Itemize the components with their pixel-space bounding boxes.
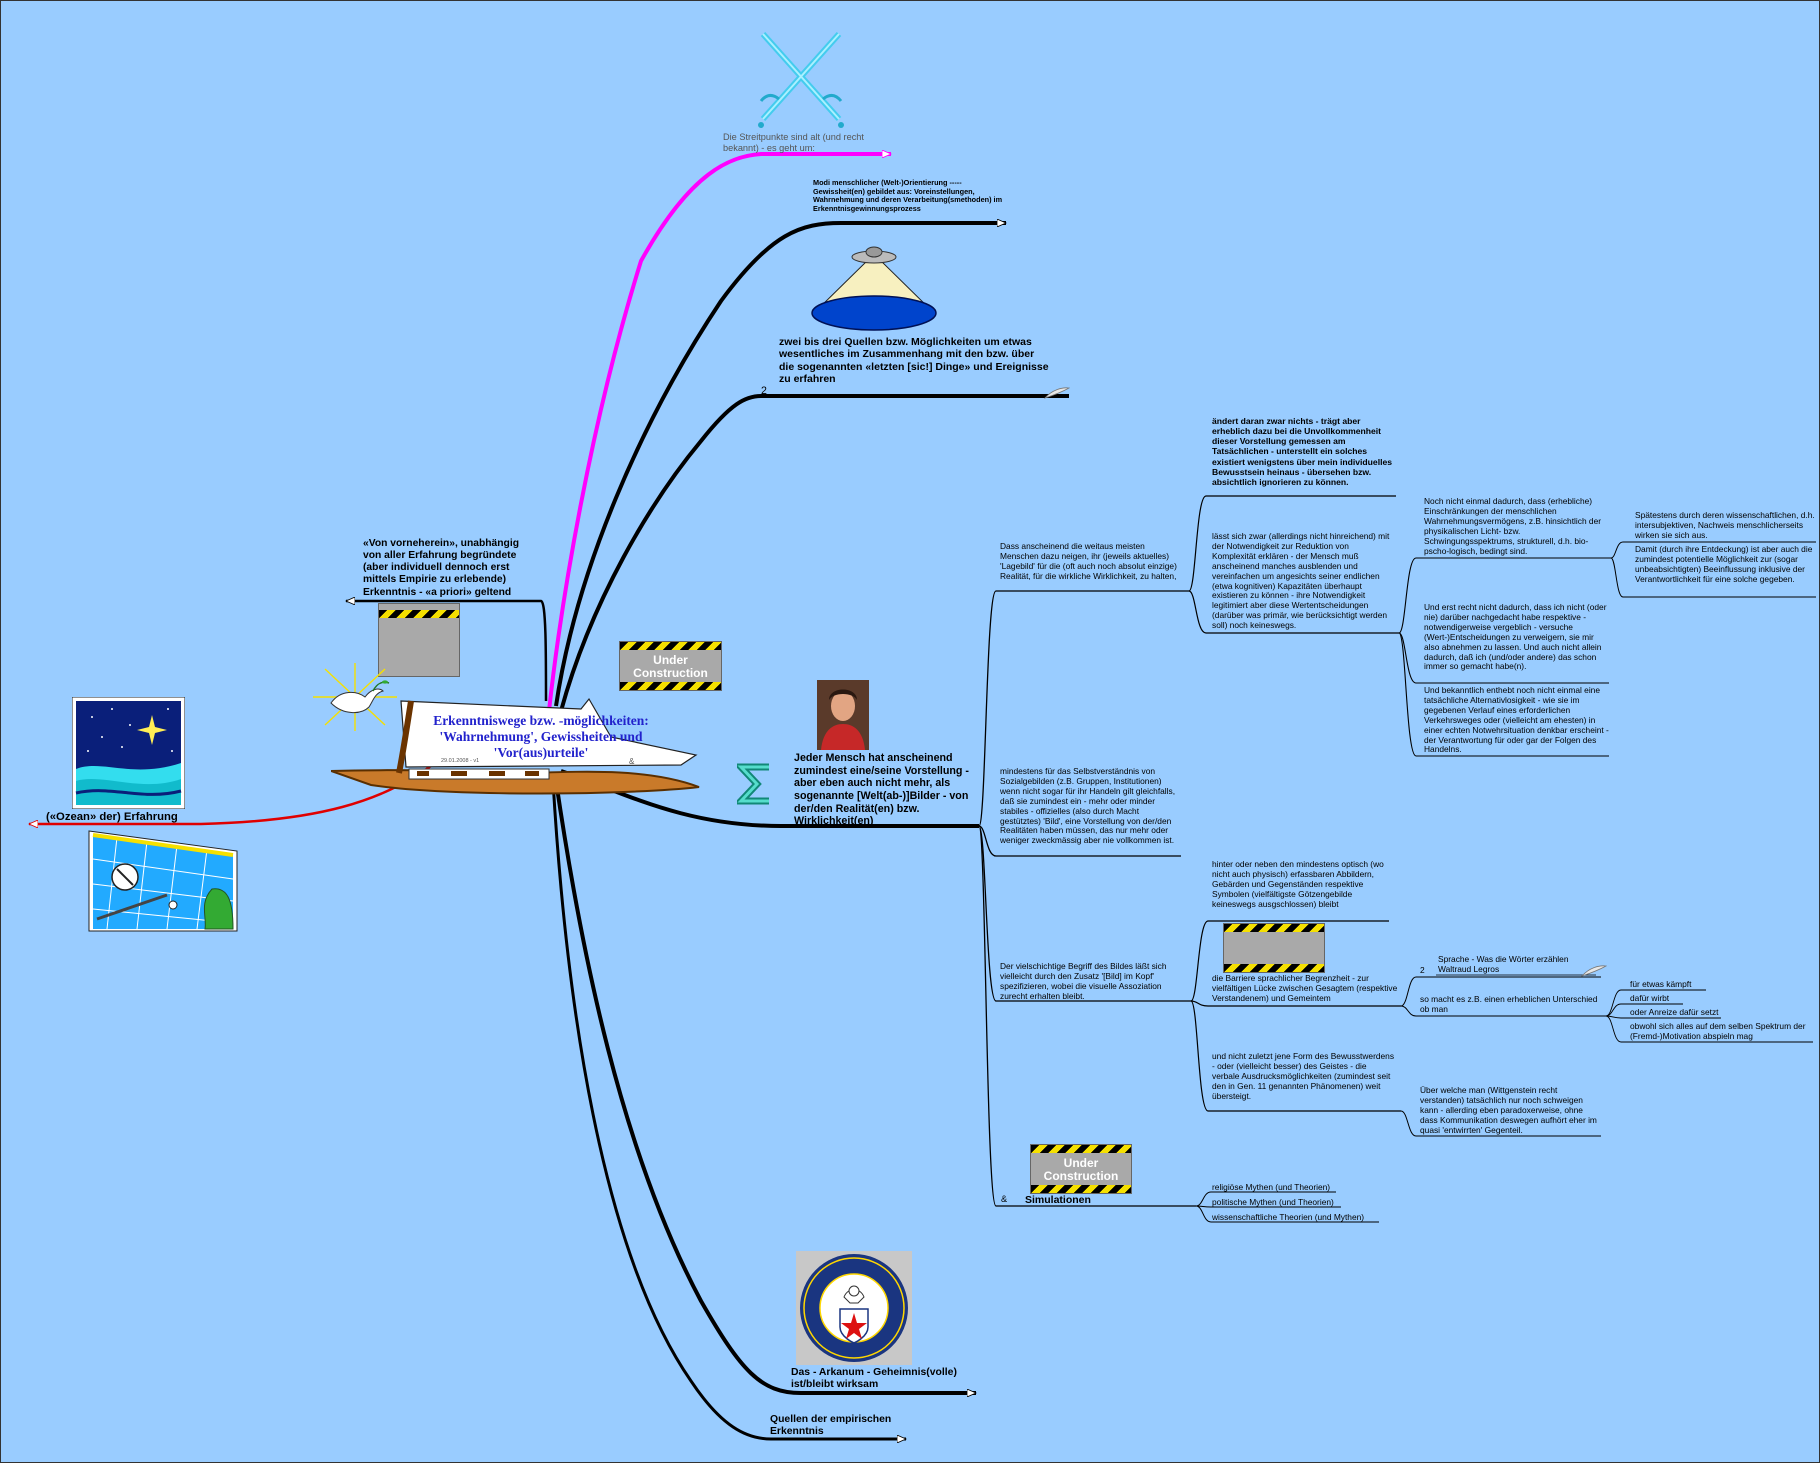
node-spaetestens[interactable]: Spätestens durch deren wissenschaftliche… [1635,510,1815,540]
node-vielschichtig[interactable]: Der vielschichtige Begriff des Bildes lä… [1000,961,1167,1001]
node-nochnicht[interactable]: Noch nicht einmal dadurch, dass (erhebli… [1424,496,1602,556]
node-ozean[interactable]: («Ozean» der) Erfahrung [46,811,178,823]
node-anreize[interactable]: oder Anreize dafür setzt [1630,1007,1719,1017]
node-undbekannt[interactable]: Und bekanntlich enthebt noch nicht einma… [1424,685,1609,755]
node-mindestens[interactable]: mindestens für das Selbstverständnis von… [1000,766,1176,846]
feather-icon [1581,965,1607,977]
node-arkanum[interactable]: Das - Arkanum - Geheimnis(volle) ist/ble… [791,1367,957,1391]
central-topic-amp: & [629,757,635,766]
node-dass[interactable]: Dass anscheinend die weitaus meisten Men… [1000,541,1177,581]
under-construction-sign: Under Construction [1030,1144,1132,1194]
branch-apriori [346,601,548,702]
node-sprache[interactable]: Sprache - Was die Wörter erzählen Waltra… [1438,954,1569,974]
person-photo [817,680,869,750]
under-construction-sign [1223,923,1325,973]
node-undrecht[interactable]: Und erst recht nicht dadurch, dass ich n… [1424,602,1607,672]
ufo-icon [811,246,937,331]
under-construction-sign [378,603,460,677]
node-simulationen[interactable]: Simulationen [1025,1194,1091,1206]
cia-seal-icon [796,1251,912,1365]
sigma-icon [737,763,769,805]
node-quellen-number: 2 [761,385,767,397]
under-construction-sign: Under Construction [619,641,722,691]
central-topic-date: 29.01.2008 - v1 [441,758,480,764]
node-damit[interactable]: Damit (durch ihre Entdeckung) ist aber a… [1635,544,1813,584]
boat-icon [331,697,700,795]
node-modi[interactable]: Modi menschlicher (Welt-)Orientierung --… [813,178,1003,213]
central-topic-title[interactable]: Erkenntniswege bzw. -möglichkeiten: 'Wah… [433,713,649,761]
map-compass-icon [88,830,238,932]
node-quellen[interactable]: zwei bis drei Quellen bzw. Möglichkeiten… [779,336,1049,386]
node-simulationen-amp: & [1001,1194,1008,1204]
night-sky-icon [72,697,185,809]
branch-streitpunkte [547,154,891,712]
node-religioese[interactable]: religiöse Mythen (und Theorien) [1212,1182,1331,1192]
node-aendert[interactable]: ändert daran zwar nichts - trägt aber er… [1212,416,1393,487]
crossed-swords-icon [758,32,844,128]
branch-empirisch [551,780,906,1439]
feather-icon [1044,387,1070,399]
node-laesst[interactable]: lässt sich zwar (allerdings nicht hinrei… [1212,531,1390,631]
branch-arkanum [554,780,976,1393]
node-streitpunkte[interactable]: Die Streitpunkte sind alt (und recht bek… [723,132,864,153]
node-barriere[interactable]: die Barriere sprachlicher Begrenzheit - … [1212,973,1398,1003]
node-mensch[interactable]: Jeder Mensch hat anscheinend zumindest e… [794,752,969,828]
node-politische[interactable]: politische Mythen (und Theorien) [1212,1197,1334,1207]
node-kaempft[interactable]: für etwas kämpft [1630,979,1692,989]
node-zuletzt[interactable]: und nicht zuletzt jene Form des Bewusstw… [1212,1051,1395,1101]
dove-icon [313,663,397,731]
node-empirisch[interactable]: Quellen der empirischen Erkenntnis [770,1414,892,1438]
node-hinter[interactable]: hinter oder neben den mindestens optisch… [1212,859,1384,909]
node-somacht[interactable]: so macht es z.B. einen erheblichen Unter… [1420,994,1598,1014]
node-wirbt[interactable]: dafür wirbt [1630,993,1670,1003]
node-ueber[interactable]: Über welche man (Wittgenstein recht vers… [1420,1085,1597,1135]
node-wissenschaftliche[interactable]: wissenschaftliche Theorien (und Mythen) [1212,1212,1365,1222]
branch-quellen [559,394,1069,712]
branch-modi [554,223,1006,707]
node-obwohl[interactable]: obwohl sich alles auf dem selben Spektru… [1630,1021,1806,1041]
node-apriori[interactable]: «Von vorneherein», unabhängig von aller … [363,538,520,598]
node-sprache-number: 2 [1420,965,1425,975]
